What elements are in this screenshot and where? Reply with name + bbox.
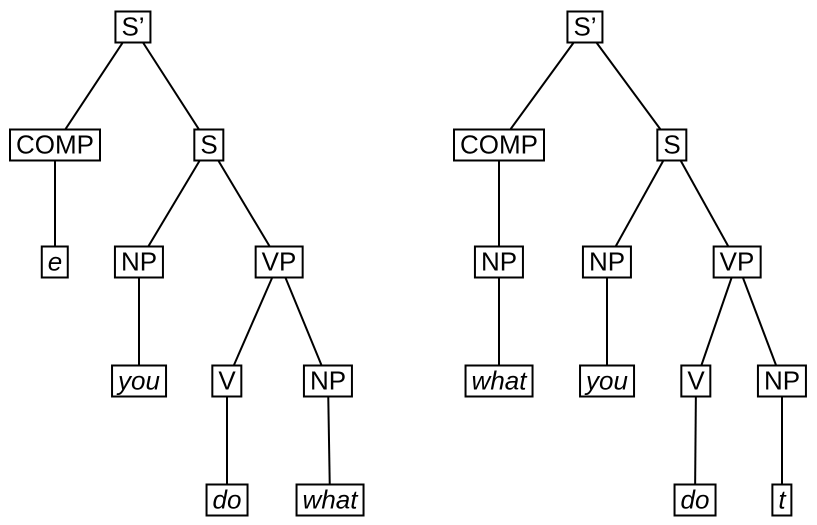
- node-vp: VP: [712, 245, 762, 279]
- node-word-do: do: [205, 483, 249, 517]
- node-s: S: [656, 128, 688, 162]
- node-s: S: [193, 128, 225, 162]
- node-np-comp: NP: [473, 245, 525, 279]
- edge-s-np: [606, 144, 673, 263]
- node-s-bar: S’: [566, 10, 604, 44]
- node-v: V: [680, 364, 712, 398]
- edge-np-what: [327, 380, 331, 501]
- edge-s-vp: [671, 144, 738, 263]
- node-empty-e: e: [40, 245, 70, 279]
- node-comp: COMP: [9, 128, 101, 162]
- node-s-bar: S’: [114, 10, 152, 44]
- node-v: V: [211, 364, 243, 398]
- node-word-you: you: [579, 364, 635, 398]
- node-word-what: what: [464, 364, 534, 398]
- edge-sbar-comp: [54, 26, 134, 146]
- edge-v-do: [694, 380, 697, 501]
- edge-vp-np: [736, 261, 783, 382]
- node-np-subject: NP: [113, 245, 165, 279]
- edge-s-np: [138, 144, 210, 263]
- edge-vp-np: [278, 261, 329, 382]
- node-trace-t: t: [771, 483, 793, 517]
- node-word-do: do: [673, 483, 717, 517]
- node-np-object: NP: [302, 364, 354, 398]
- edge-sbar-s: [132, 26, 210, 146]
- node-word-what: what: [295, 483, 365, 517]
- node-np-subject: NP: [581, 245, 633, 279]
- node-vp: VP: [254, 245, 304, 279]
- edge-vp-v: [226, 261, 280, 382]
- node-comp: COMP: [453, 128, 545, 162]
- edge-vp-v: [695, 261, 738, 382]
- node-word-you: you: [111, 364, 167, 398]
- edge-s-vp: [208, 144, 280, 263]
- node-np-object: NP: [756, 364, 808, 398]
- edge-sbar-s: [584, 26, 673, 146]
- edge-sbar-comp: [498, 26, 586, 146]
